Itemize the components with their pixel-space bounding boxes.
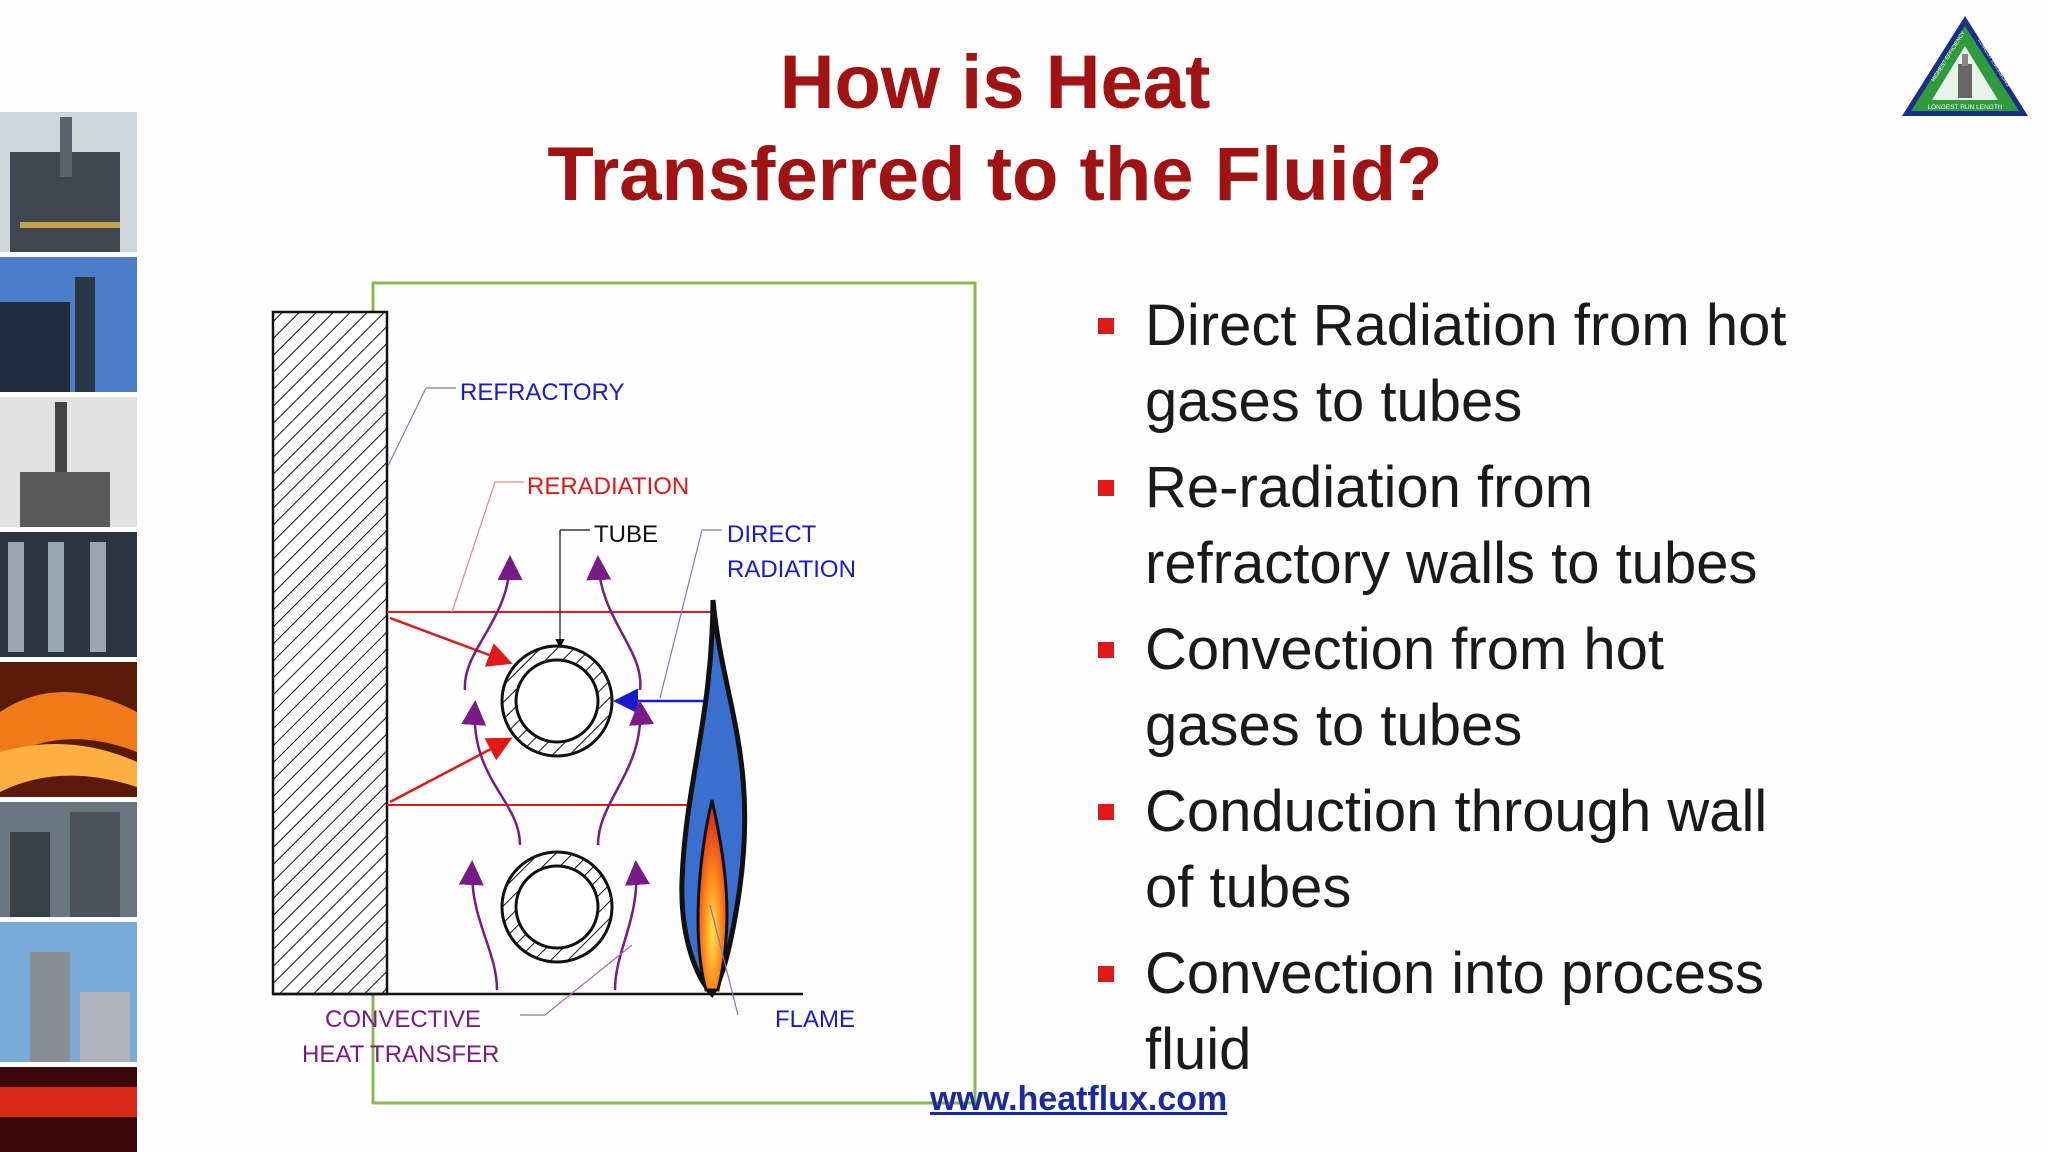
photo-refinery-2 xyxy=(0,257,137,392)
label-radiation: RADIATION xyxy=(727,556,856,583)
bullet-line: refractory walls to tubes xyxy=(1145,531,1758,596)
website-link[interactable]: www.heatflux.com xyxy=(930,1080,1228,1118)
bullet-line: Convection into process xyxy=(1145,941,1764,1006)
slide-title-line-1: How is Heat xyxy=(779,40,1211,125)
bullet-item: Direct Radiation from hot gases to tubes xyxy=(1090,288,1990,440)
label-convective: CONVECTIVE xyxy=(325,1006,481,1033)
label-refractory: REFRACTORY xyxy=(460,379,624,406)
photo-heater-glow xyxy=(0,1067,137,1152)
convection-arrows xyxy=(458,555,654,991)
photo-furnace-fire xyxy=(0,662,137,797)
photo-refinery-5 xyxy=(0,802,137,917)
bullet-line: gases to tubes xyxy=(1145,693,1523,758)
bullet-line: Conduction through wall xyxy=(1145,779,1768,844)
logo-bottom-text: LONGEST RUN LENGTH xyxy=(1927,104,2002,111)
reradiation-arrow-1 xyxy=(389,616,513,667)
bullet-square-icon xyxy=(1098,804,1114,820)
burner-flame xyxy=(679,599,748,998)
label-tube: TUBE xyxy=(594,521,658,548)
bullet-line: of tubes xyxy=(1145,855,1352,920)
bullet-square-icon xyxy=(1098,642,1114,658)
bullet-list: Direct Radiation from hot gases to tubes… xyxy=(1090,288,1990,1098)
bullet-item: Convection from hot gases to tubes xyxy=(1090,612,1990,764)
photo-refinery-6 xyxy=(0,922,137,1062)
label-reradiation: RERADIATION xyxy=(527,473,689,500)
bullet-line: Re-radiation from xyxy=(1145,455,1594,520)
bullet-line: fluid xyxy=(1145,1017,1252,1082)
label-leader-lines xyxy=(387,387,739,1016)
bullet-item: Conduction through wall of tubes xyxy=(1090,774,1990,926)
bullet-square-icon xyxy=(1098,966,1114,982)
tube-upper xyxy=(500,644,614,758)
tube-lower xyxy=(500,850,614,964)
industrial-photo-strip xyxy=(0,112,137,1152)
photo-refinery-3 xyxy=(0,397,137,527)
photo-refinery-1 xyxy=(0,112,137,252)
bullet-item: Convection into process fluid xyxy=(1090,936,1990,1088)
label-heat-transfer: HEAT TRANSFER xyxy=(302,1041,499,1068)
label-flame: FLAME xyxy=(775,1006,855,1033)
bullet-line: gases to tubes xyxy=(1145,369,1523,434)
reradiation-arrow-2 xyxy=(389,737,513,804)
bullet-line: Direct Radiation from hot xyxy=(1145,293,1787,358)
bullet-item: Re-radiation from refractory walls to tu… xyxy=(1090,450,1990,602)
bullet-square-icon xyxy=(1098,318,1114,334)
bullet-square-icon xyxy=(1098,480,1114,496)
bullet-line: Convection from hot xyxy=(1145,617,1665,682)
slide-title-line-2: Transferred to the Fluid? xyxy=(547,132,1443,217)
label-direct: DIRECT xyxy=(727,521,817,548)
heatflux-logo: LONGEST RUN LENGTH HIGHEST EFFICIENCY LO… xyxy=(1902,16,2028,116)
furnace-frame xyxy=(371,281,977,1105)
photo-refinery-4 xyxy=(0,532,137,657)
refractory-wall xyxy=(271,310,389,996)
